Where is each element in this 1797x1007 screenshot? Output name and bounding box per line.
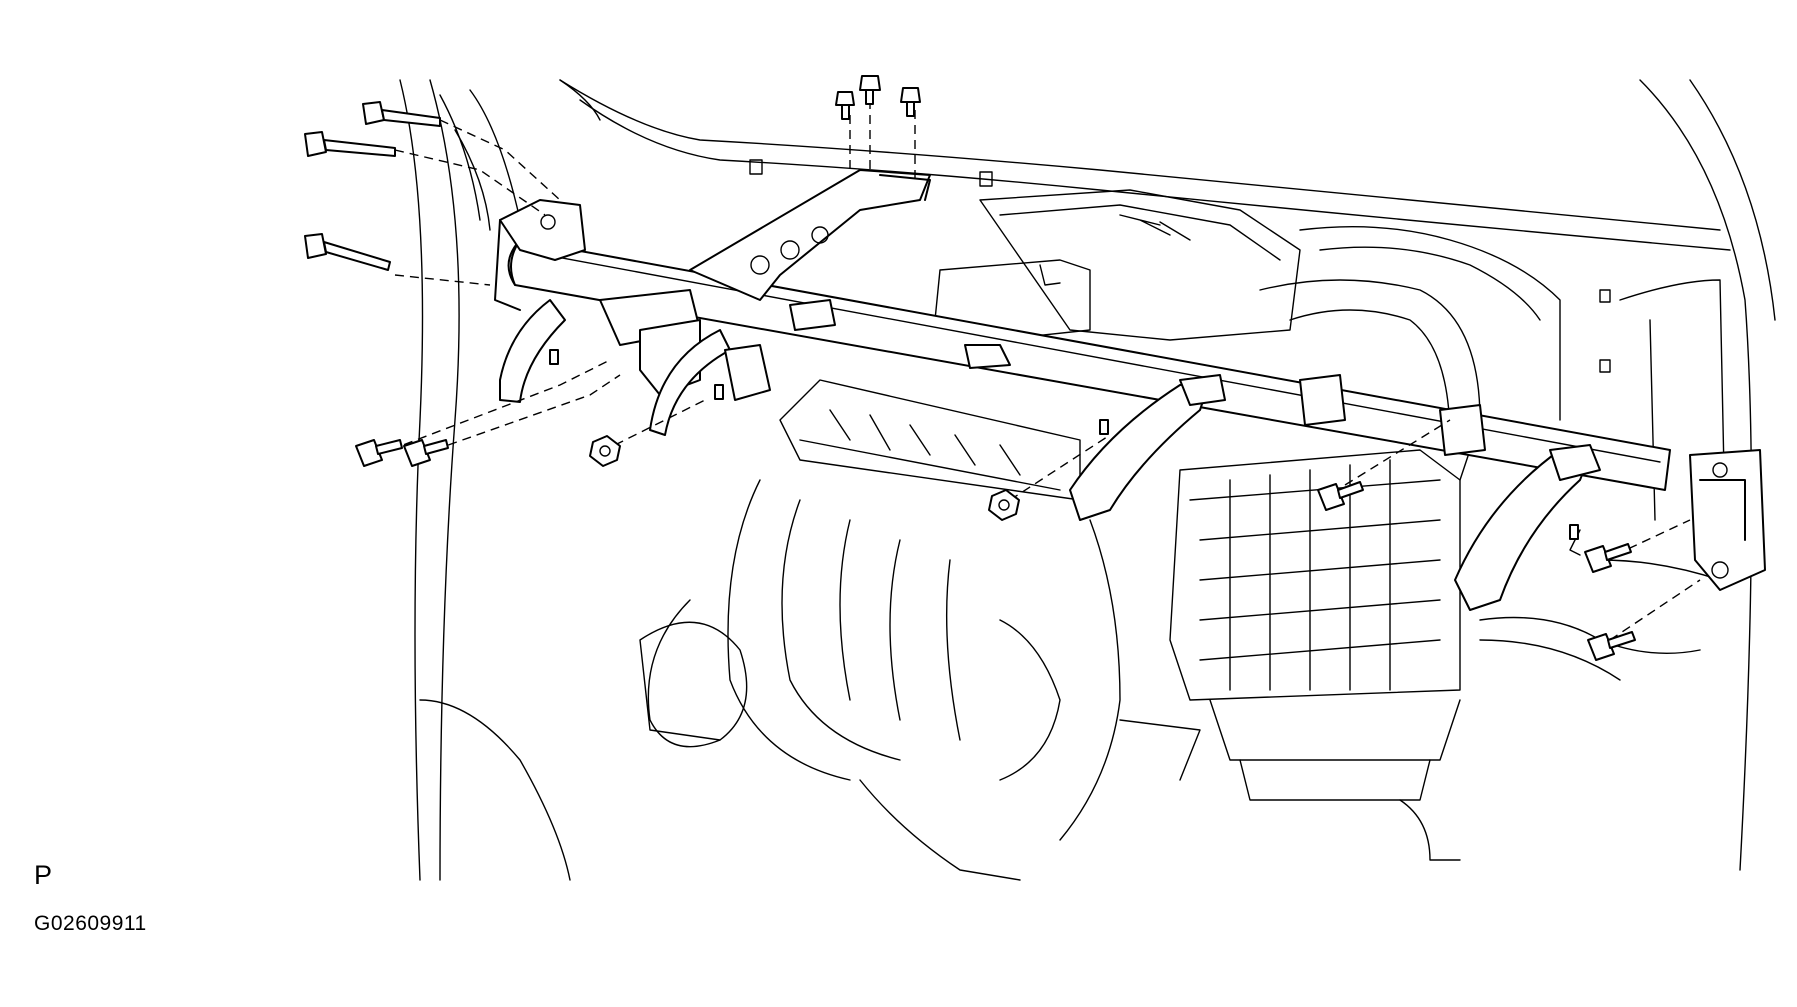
installation-guide-lines: [389, 100, 1701, 641]
bolt-center-right: [1317, 481, 1364, 511]
air-conditioning-unit: [419, 279, 1721, 881]
figure-code-label: G02609911: [34, 912, 147, 935]
bolt-top-3: [900, 87, 921, 117]
bolt-left-lower-1: [355, 439, 403, 467]
bolt-top-1: [835, 91, 855, 120]
bolt-left-middle: [304, 233, 391, 271]
bolt-left-upper-2: [304, 131, 396, 157]
view-marker-label: P: [34, 860, 53, 890]
bolt-right-lower: [1587, 631, 1636, 661]
bolt-right-upper: [1584, 543, 1632, 573]
nut-left: [589, 435, 621, 467]
vehicle-body-outline: [399, 79, 1776, 881]
bolt-top-2: [859, 75, 881, 105]
fasteners: [304, 75, 1636, 661]
bolt-left-lower-2: [403, 439, 449, 467]
instrument-panel-reinforcement: [494, 169, 1766, 611]
bolt-left-upper-1: [362, 101, 441, 127]
nut-center: [988, 489, 1020, 521]
